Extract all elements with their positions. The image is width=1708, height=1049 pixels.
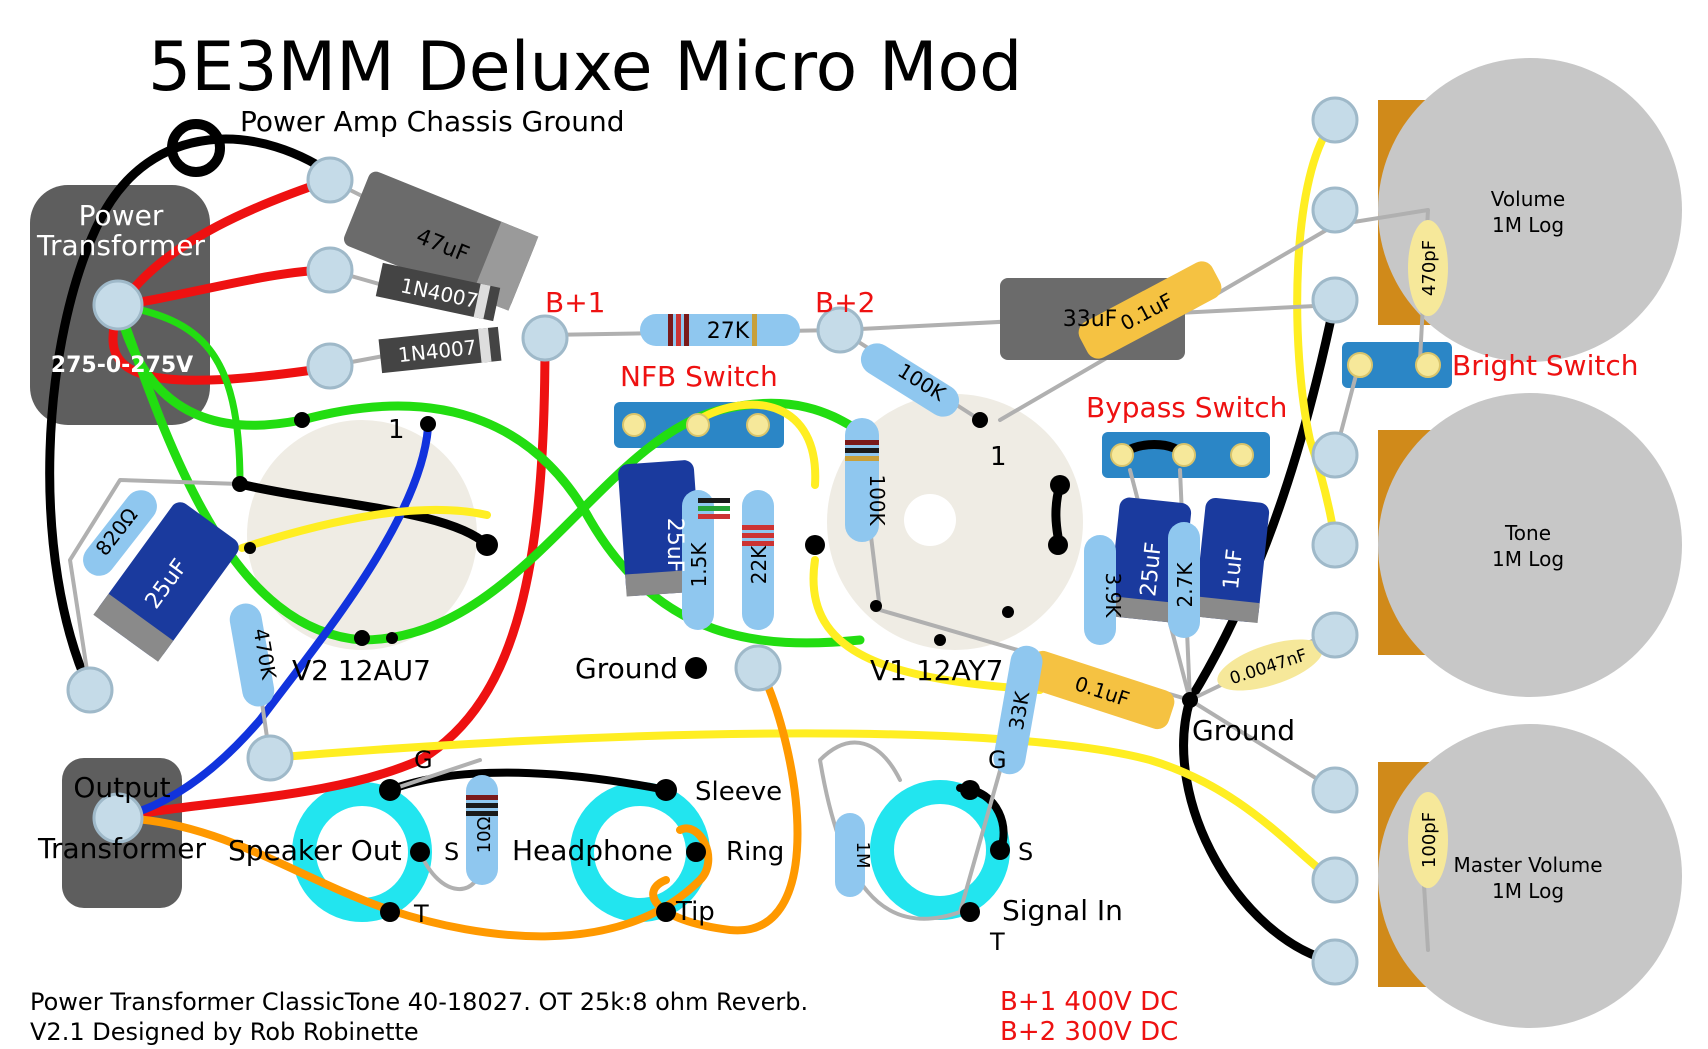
bplus2-label: B+2 — [815, 286, 875, 319]
tone-pot-value: 1M Log — [1492, 547, 1564, 571]
cap-33uf-label: 33uF — [1063, 307, 1118, 332]
speaker-g-label: G — [414, 746, 433, 774]
bypass-switch-label: Bypass Switch — [1086, 391, 1287, 424]
green-wire-heater2 — [113, 300, 863, 645]
footer-voltage1: B+1 400V DC — [1000, 987, 1178, 1017]
cap-0.1uf-coupling-a — [1078, 261, 1222, 359]
volume-pot-name: Volume — [1491, 187, 1565, 211]
orange-wire-ring — [649, 664, 802, 935]
bplus1-eyelet — [521, 314, 569, 362]
bplus2-eyelet — [816, 306, 864, 354]
cap-25uf-c-label: 25uF — [1136, 541, 1167, 598]
res-1.5k-label: 1.5K — [687, 542, 711, 588]
speaker-t-label: T — [413, 900, 429, 928]
footer-line2: V2.1 Designed by Rob Robinette — [30, 1018, 419, 1046]
ground-label-bus: Ground — [1192, 714, 1295, 747]
black-wire-heater — [235, 479, 492, 550]
yellow-wire-volume — [1293, 116, 1339, 549]
v2-label: V2 12AU7 — [292, 654, 431, 687]
orange-wire-tip — [114, 814, 713, 941]
chassis-ground-wire — [45, 134, 345, 695]
resistor-470k — [229, 603, 275, 707]
bright-switch-label: Bright Switch — [1452, 349, 1638, 382]
pt-label-line1: Power — [79, 199, 164, 232]
cap-100pf-label: 100pF — [1419, 812, 1440, 868]
footer-line1: Power Transformer ClassicTone 40-18027. … — [30, 988, 808, 1016]
red-wire-bplus1 — [113, 335, 550, 823]
pt-ct-eyelet — [92, 279, 144, 331]
pt-label-line2: Transformer — [36, 229, 206, 262]
tone-pot[interactable] — [1378, 393, 1682, 697]
ground-lug-nfb — [685, 657, 707, 679]
cap-1uf — [1193, 497, 1270, 624]
ground-bus-node — [1182, 692, 1198, 708]
res-10-ohm-label: 10Ω — [474, 816, 495, 853]
ot-label-line1: Output — [73, 771, 170, 804]
speaker-out-label: Speaker Out — [228, 834, 402, 867]
signal-s-label: S — [1018, 838, 1033, 866]
res-1m-label: 1M — [852, 842, 873, 869]
chassis-ground-label: Power Amp Chassis Ground — [240, 105, 625, 138]
cap-100pf — [1408, 792, 1448, 888]
tone-pot-name: Tone — [1504, 521, 1551, 545]
diode-1n4007-b — [378, 326, 502, 374]
resistor-10-ohm — [466, 775, 498, 885]
signal-g-label: G — [988, 746, 1007, 774]
diagram-title: 5E3MM Deluxe Micro Mod — [148, 28, 1022, 107]
cap-25uf-cathode-v2 — [93, 502, 239, 662]
cap-470pf — [1408, 220, 1448, 316]
master-pot-value: 1M Log — [1492, 879, 1564, 903]
resistor-3.9k — [1084, 535, 1116, 645]
volume-pot-value: 1M Log — [1492, 213, 1564, 237]
cap-1uf-label: 1uF — [1219, 548, 1248, 591]
diode-1n4007-a — [375, 262, 501, 322]
speaker-s-label: S — [444, 838, 459, 866]
cap-470pf-label: 470pF — [1419, 240, 1440, 296]
master-pot-name: Master Volume — [1453, 853, 1602, 877]
v2-pin1-label: 1 — [388, 415, 405, 445]
headphone-label: Headphone — [512, 834, 673, 867]
tip-label: Tip — [675, 897, 715, 927]
cap-0.0047nf — [1217, 639, 1323, 691]
resistor-1.5k — [682, 490, 714, 630]
resistor-2.7k — [1168, 522, 1200, 638]
cap-0.1uf-coupling-b — [1025, 650, 1175, 730]
green-wire-heater1 — [113, 300, 865, 648]
ground-label-nfb: Ground — [575, 652, 678, 685]
res-3.9k-label: 3.9K — [1101, 573, 1125, 619]
signal-t-label: T — [989, 928, 1005, 956]
res-100k-a-label: 100K — [865, 474, 889, 526]
sleeve-label: Sleeve — [695, 777, 782, 807]
ot-eyelet — [92, 792, 144, 844]
resistor-100k-b — [860, 343, 960, 417]
yellow-wire-grid — [238, 505, 491, 552]
res-22k-label: 22K — [747, 545, 771, 584]
v1-socket-center — [904, 494, 956, 546]
res-27k-label: 27K — [707, 319, 750, 344]
bplus1-label: B+1 — [545, 286, 605, 319]
ring-label: Ring — [726, 837, 784, 867]
resistor-820-ohm — [83, 490, 157, 576]
footer-voltage2: B+2 300V DC — [1000, 1017, 1178, 1047]
cap-25uf-b-label: 25uF — [662, 518, 687, 573]
yellow-wire-nfb — [694, 400, 820, 489]
yellow-wire-master — [266, 729, 1339, 884]
nfb-switch-label: NFB Switch — [620, 360, 778, 393]
signal-in-label: Signal In — [1002, 894, 1123, 927]
pt-voltage-label: 275-0-275V — [51, 353, 193, 378]
yellow-wire-v1-grid — [809, 556, 1044, 694]
res-2.7k-label: 2.7K — [1173, 562, 1197, 608]
v1-pin1-label: 1 — [990, 442, 1007, 472]
chassis-ground-lug — [167, 119, 225, 177]
resistor-33k — [993, 645, 1043, 775]
ot-label-line2: Transformer — [37, 832, 207, 865]
v1-label: V1 12AY7 — [870, 654, 1003, 687]
signal-in-jack[interactable] — [870, 780, 1010, 920]
resistor-1m — [835, 813, 865, 897]
green-wire-heater3 — [114, 301, 244, 488]
